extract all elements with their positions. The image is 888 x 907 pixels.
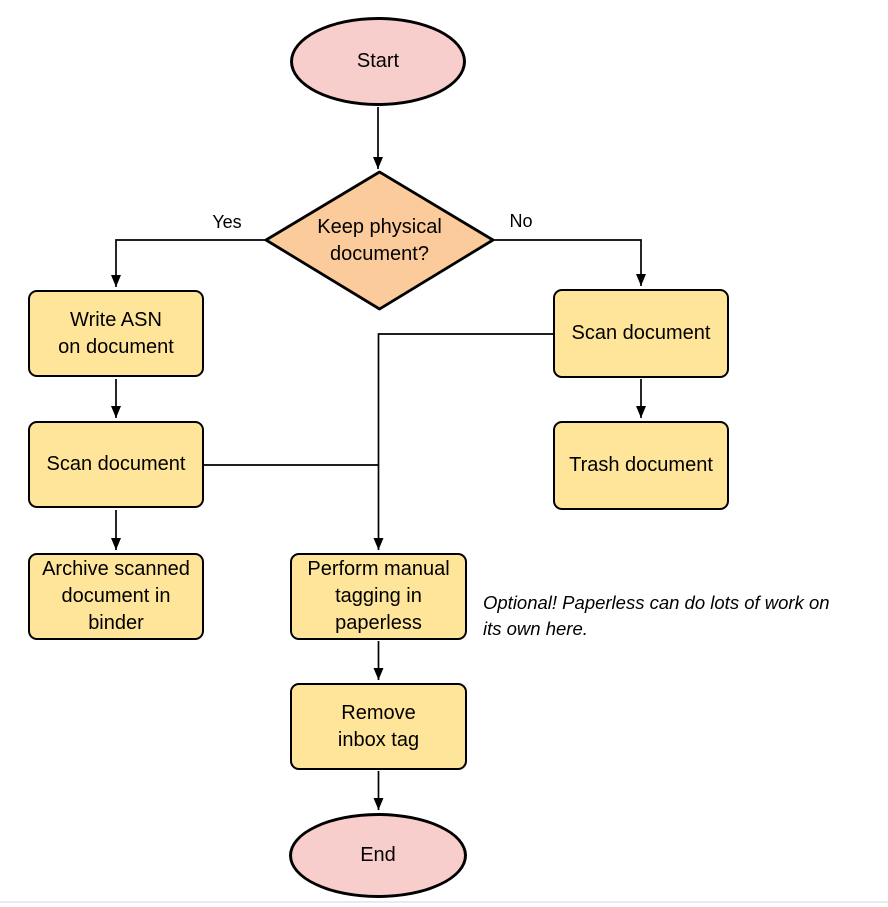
node-end: End bbox=[289, 813, 467, 898]
node-write-asn: Write ASN on document bbox=[28, 290, 204, 377]
node-scan-document-left: Scan document bbox=[28, 421, 204, 508]
node-start: Start bbox=[290, 17, 466, 106]
edge-label-no: No bbox=[493, 211, 549, 231]
node-manual-tagging: Perform manual tagging in paperless bbox=[290, 553, 467, 640]
edge-decision-no-to-scan-right bbox=[493, 239, 646, 286]
edge-label-yes: Yes bbox=[199, 212, 255, 232]
edge-decision-yes-to-write-asn bbox=[111, 239, 266, 287]
decision-diamond-shape bbox=[264, 170, 495, 311]
page-divider-line bbox=[0, 901, 888, 903]
node-scan-document-right: Scan document bbox=[553, 289, 729, 378]
node-archive-in-binder: Archive scanned document in binder bbox=[28, 553, 204, 640]
optional-note: Optional! Paperless can do lots of work … bbox=[483, 592, 830, 639]
node-remove-inbox-tag: Remove inbox tag bbox=[290, 683, 467, 770]
node-decision-label: Keep physical document? bbox=[317, 216, 442, 265]
node-trash-document: Trash document bbox=[553, 421, 729, 510]
edge-scan-right-to-tagging bbox=[373, 333, 553, 550]
